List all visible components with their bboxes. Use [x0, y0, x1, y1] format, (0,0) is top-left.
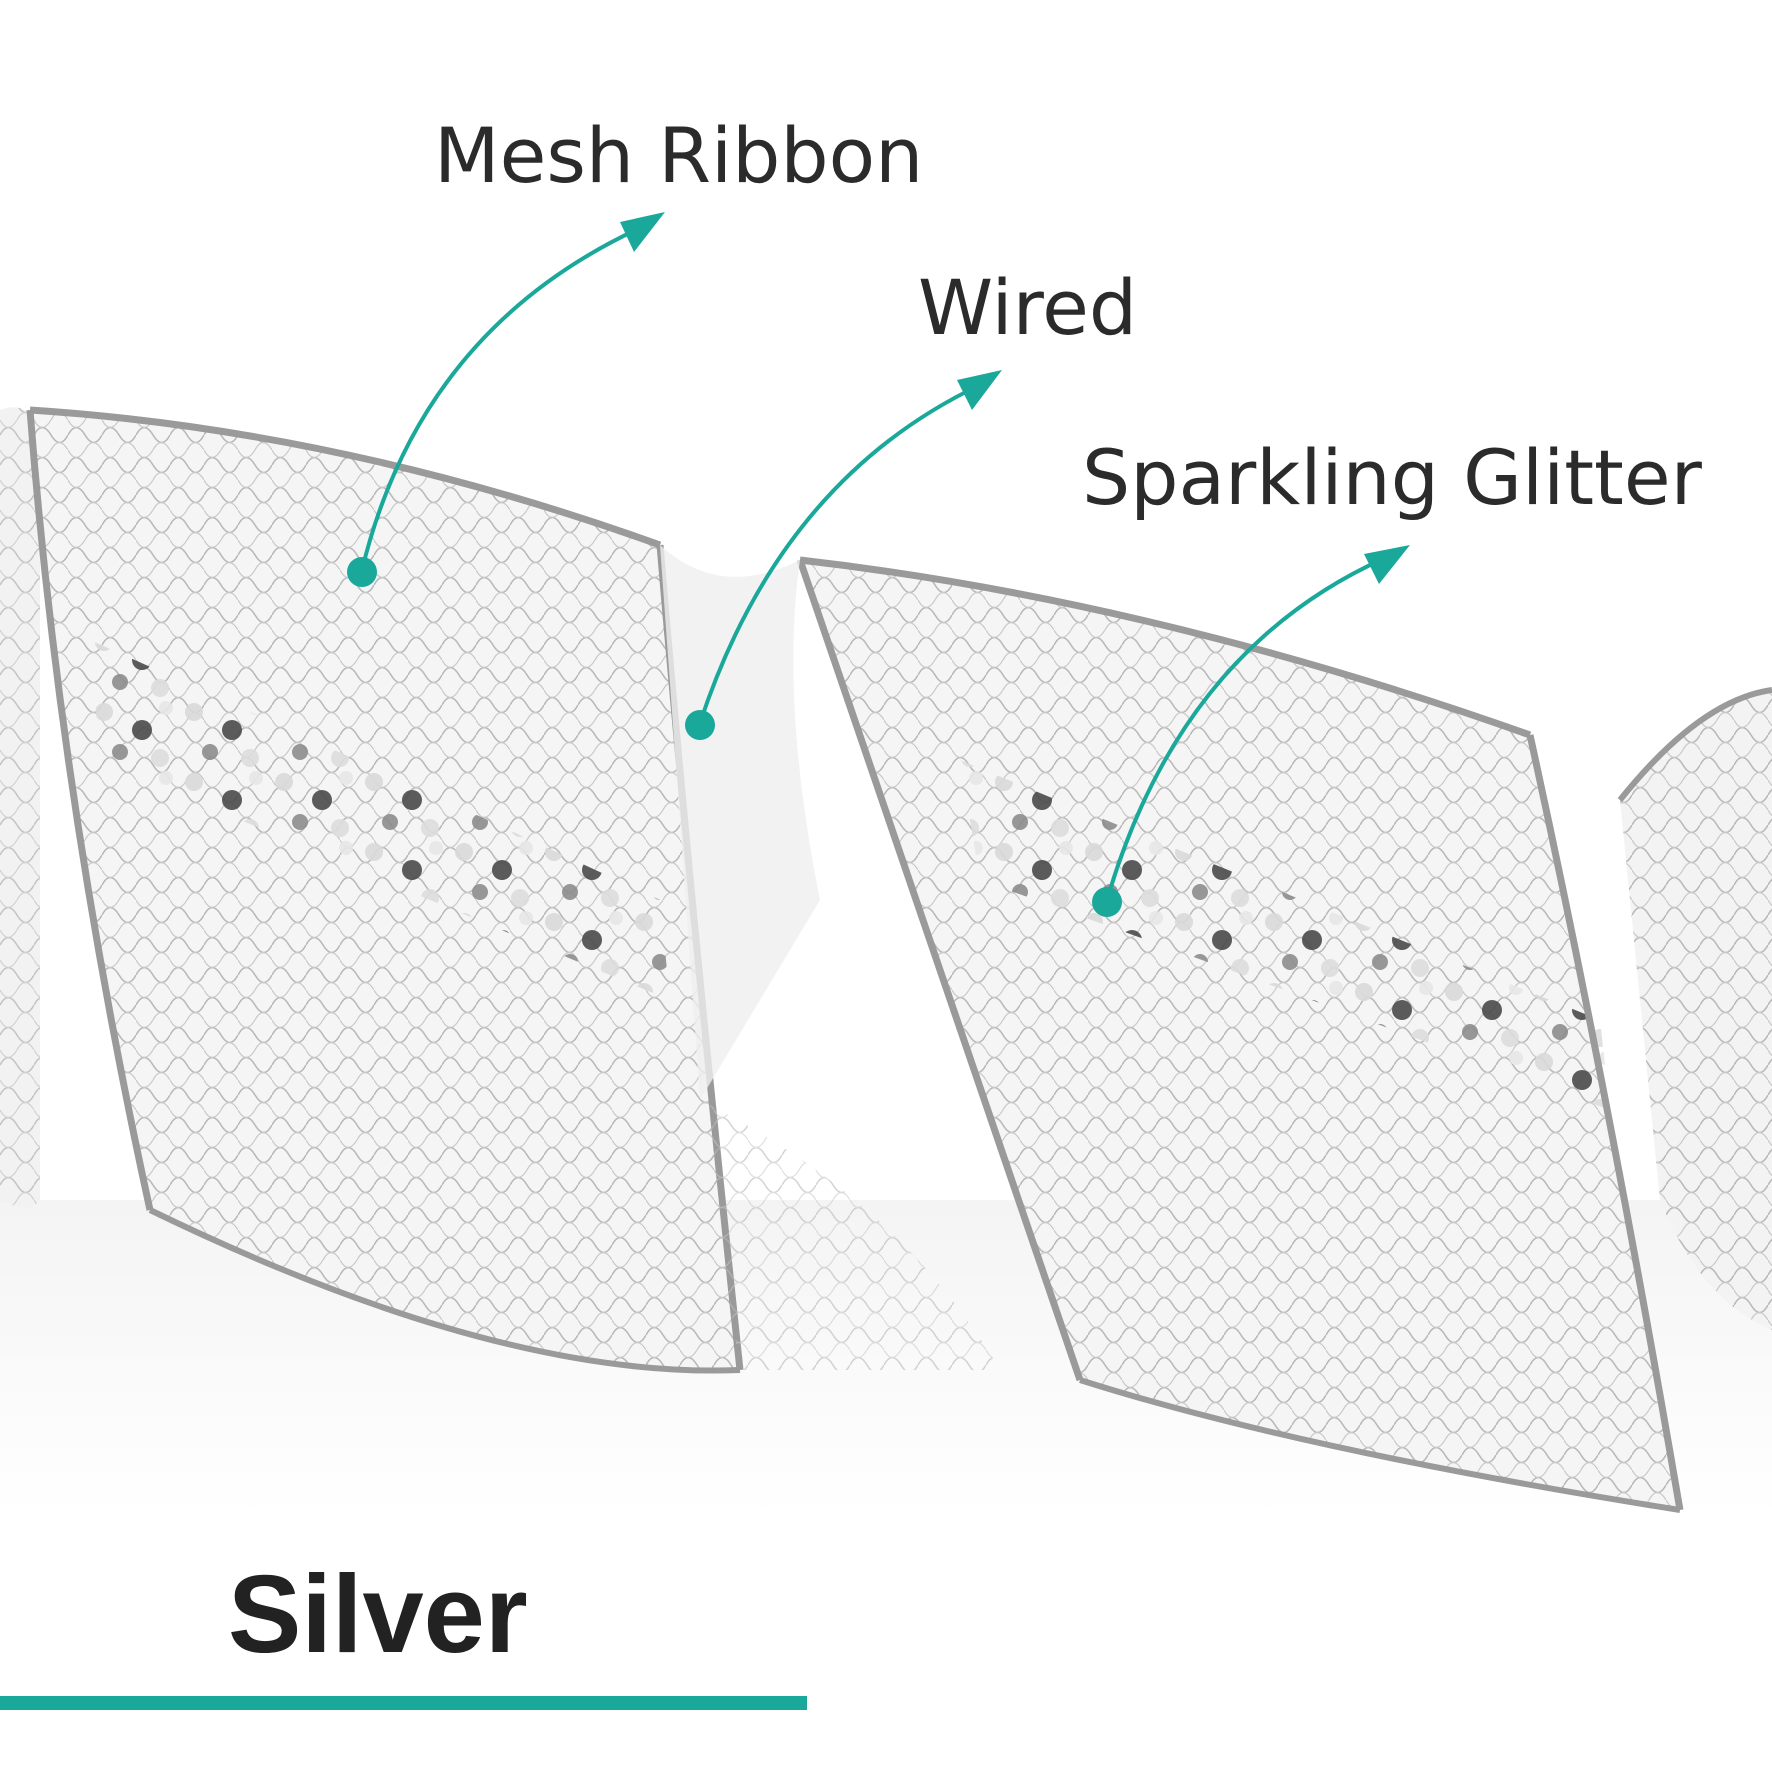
callout-label-wired: Wired [918, 263, 1138, 352]
color-name-title: Silver [228, 1553, 528, 1676]
ribbon-loop-1 [26, 406, 744, 1374]
callout-arrow-glitter [1092, 545, 1410, 917]
arrowhead-icon [620, 212, 665, 252]
dot-marker-icon [1092, 887, 1122, 917]
callout-arrow-mesh [347, 212, 665, 587]
callout-arrow-wired [685, 370, 1002, 740]
callout-label-sparkling-glitter: Sparkling Glitter [1082, 433, 1702, 522]
accent-underline [0, 1696, 807, 1710]
ribbon-loop-2 [796, 556, 1684, 1513]
dot-marker-icon [347, 557, 377, 587]
ribbon-fold [660, 545, 820, 1100]
dot-marker-icon [685, 710, 715, 740]
arrowhead-icon [957, 370, 1002, 410]
ribbon-underside [700, 1100, 1000, 1370]
arrowhead-icon [1364, 545, 1410, 584]
ribbon-coil-right [1617, 687, 1772, 1330]
callout-label-mesh-ribbon: Mesh Ribbon [434, 111, 924, 200]
ribbon-coil-left [0, 407, 40, 1208]
